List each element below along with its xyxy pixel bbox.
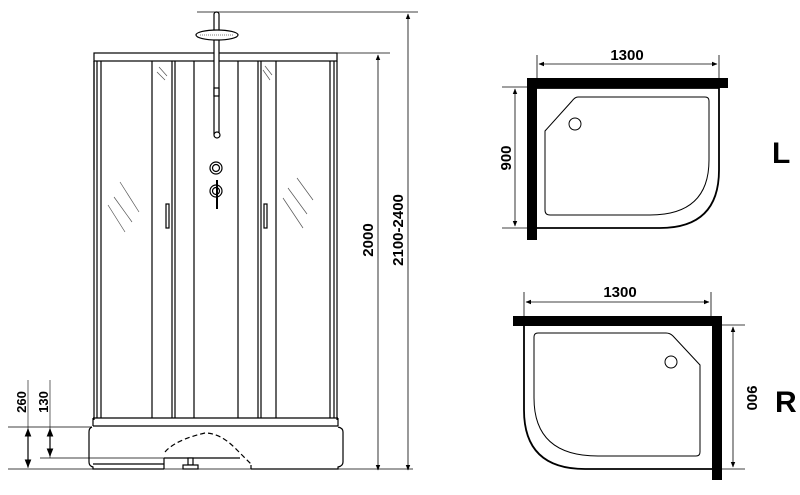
width-label: 1300 (610, 47, 643, 64)
door-handle-right (263, 203, 268, 229)
depth-label: 900 (743, 385, 760, 410)
adjustable-foot-icon (187, 457, 194, 466)
door-handle-left (165, 203, 170, 229)
depth-label: 900 (498, 145, 515, 170)
tray-outline (523, 326, 712, 470)
width-label: 1300 (603, 284, 636, 301)
wall-right (712, 316, 722, 480)
front-view (88, 11, 344, 470)
shower-column (195, 11, 239, 139)
wall-top (527, 78, 728, 88)
tray-outline (537, 87, 720, 229)
variant-label-r: R (775, 386, 797, 419)
height-cabin-label: 2000 (360, 223, 377, 256)
plan-left: 1300 900 L (498, 47, 790, 240)
glass-reflection-icon (107, 65, 314, 233)
tray-basin (533, 332, 701, 457)
tray-height-label: 260 (14, 391, 29, 413)
tray-inner-label: 130 (36, 391, 51, 413)
wall-left (527, 78, 537, 240)
front-dimensions (8, 11, 418, 471)
tray-left (88, 426, 164, 470)
variant-label-l: L (772, 137, 790, 170)
wall-top (513, 316, 722, 326)
drain-icon (568, 117, 582, 131)
tray-basin (544, 96, 710, 216)
height-total-label: 2100-2400 (390, 194, 407, 266)
selector-knob-icon (209, 161, 223, 175)
plan-right: 1300 900 R (513, 284, 797, 480)
drain-icon (664, 355, 678, 369)
tray-right (251, 426, 344, 470)
